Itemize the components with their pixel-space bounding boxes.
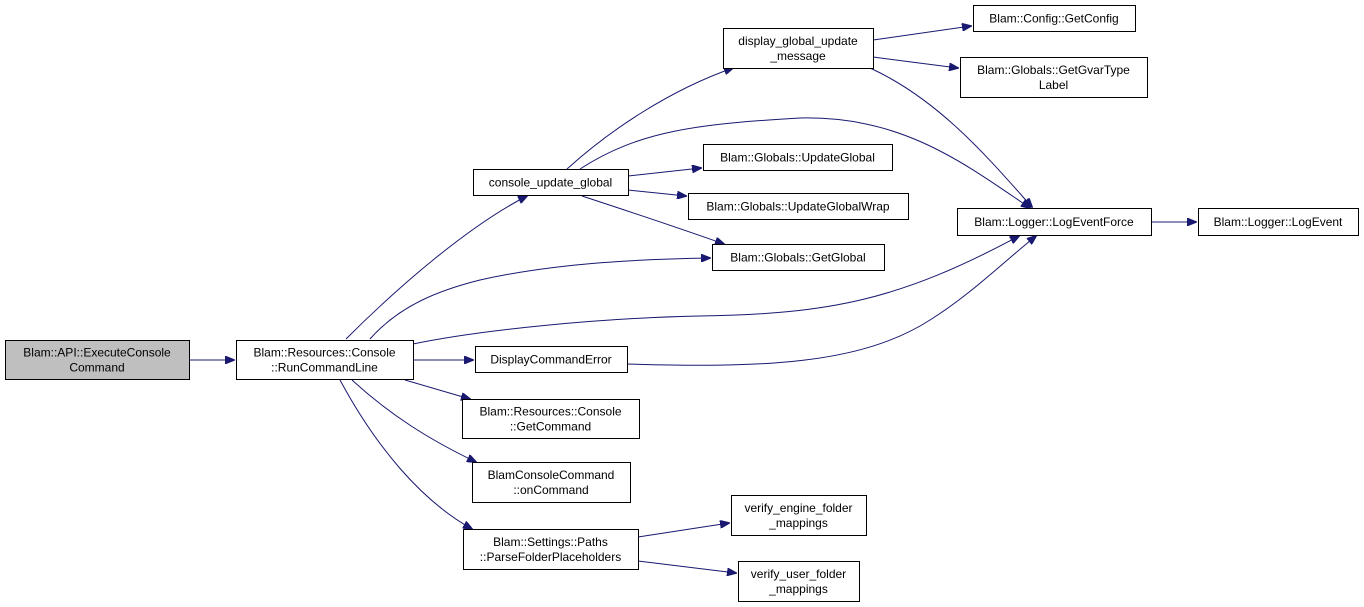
node-log-event-force[interactable]: Blam::Logger::LogEventForce — [957, 208, 1152, 236]
node-label: Blam::Globals::GetGlobal — [730, 251, 865, 265]
node-box — [703, 144, 893, 171]
edge-display_global_update_message-to-log_event_force — [869, 67, 1032, 207]
node-box — [1198, 208, 1359, 236]
nodes: Blam::API::ExecuteConsoleCommandBlam::Re… — [5, 5, 1359, 602]
edge-display_command_error-to-log_event_force — [626, 236, 1036, 366]
node-label: display_global_update — [738, 34, 858, 48]
node-box — [472, 462, 631, 503]
node-label: _mappings — [768, 516, 828, 530]
node-log-event[interactable]: Blam::Logger::LogEvent — [1198, 208, 1359, 236]
node-box — [723, 28, 874, 69]
node-label: ::onCommand — [513, 483, 588, 497]
node-label: Blam::Globals::GetGvarType — [977, 63, 1130, 77]
node-update-global-wrap[interactable]: Blam::Globals::UpdateGlobalWrap — [688, 193, 909, 220]
node-label: Blam::API::ExecuteConsole — [23, 346, 171, 360]
node-display-command-error[interactable]: DisplayCommandError — [475, 346, 628, 373]
node-get-config[interactable]: Blam::Config::GetConfig — [973, 5, 1136, 32]
edge-console_update_global-to-display_global_update_message — [566, 68, 733, 170]
node-box — [688, 193, 909, 220]
node-label: ::GetCommand — [510, 420, 591, 434]
node-label: ::ParseFolderPlaceholders — [480, 550, 621, 564]
edge-console_update_global-to-log_event_force — [579, 117, 1030, 208]
edge-parse_folder_placeholders-to-verify_engine_folder_mappings — [637, 523, 729, 538]
node-label: BlamConsoleCommand — [488, 468, 615, 482]
edge-console_update_global-to-update_global_wrap — [627, 189, 686, 196]
edge-run_command_line-to-parse_folder_placeholders — [339, 379, 472, 529]
node-label: ::RunCommandLine — [271, 361, 378, 375]
node-run-command-line[interactable]: Blam::Resources::Console::RunCommandLine — [236, 340, 414, 380]
node-verify-engine-folder-mappings[interactable]: verify_engine_folder_mappings — [731, 495, 867, 536]
edge-run_command_line-to-get_global — [369, 258, 710, 340]
node-box — [960, 57, 1148, 98]
edge-display_global_update_message-to-get_config — [872, 26, 971, 41]
node-label: _message — [769, 49, 826, 63]
node-box — [712, 244, 885, 271]
node-update-global[interactable]: Blam::Globals::UpdateGlobal — [703, 144, 893, 171]
node-box — [5, 340, 190, 380]
node-label: Blam::Config::GetConfig — [989, 12, 1118, 26]
node-get-global[interactable]: Blam::Globals::GetGlobal — [712, 244, 885, 271]
edge-run_command_line-to-console_update_global — [345, 196, 527, 340]
edge-run_command_line-to-get_command — [404, 379, 470, 399]
node-box — [731, 495, 867, 536]
node-box — [463, 529, 639, 570]
node-box — [236, 340, 414, 380]
edges — [190, 26, 1196, 573]
node-label: Blam::Logger::LogEventForce — [974, 215, 1134, 229]
node-box — [738, 561, 860, 602]
node-box — [473, 169, 629, 196]
node-label: Blam::Logger::LogEvent — [1214, 215, 1343, 229]
node-label: verify_user_folder — [751, 567, 846, 581]
node-get-command[interactable]: Blam::Resources::Console::GetCommand — [462, 399, 640, 439]
edge-display_global_update_message-to-get_gvar_type_label — [872, 56, 958, 68]
node-display-global-update-message[interactable]: display_global_update_message — [723, 28, 874, 69]
node-label: Blam::Resources::Console — [253, 346, 395, 360]
node-label: Blam::Resources::Console — [479, 405, 621, 419]
node-box — [475, 346, 628, 373]
node-parse-folder-placeholders[interactable]: Blam::Settings::Paths::ParseFolderPlaceh… — [463, 529, 639, 570]
node-label: Blam::Settings::Paths — [493, 535, 608, 549]
node-box — [973, 5, 1136, 32]
node-label: Blam::Globals::UpdateGlobalWrap — [706, 200, 890, 214]
node-console-update-global[interactable]: console_update_global — [473, 169, 629, 196]
node-label: _mappings — [768, 582, 828, 596]
node-label: console_update_global — [489, 176, 612, 190]
node-box — [462, 399, 640, 439]
node-label: verify_engine_folder — [744, 501, 852, 515]
node-verify-user-folder-mappings[interactable]: verify_user_folder_mappings — [738, 561, 860, 602]
edge-parse_folder_placeholders-to-verify_user_folder_mappings — [637, 560, 736, 573]
node-label: Label — [1039, 78, 1068, 92]
node-on-command[interactable]: BlamConsoleCommand::onCommand — [472, 462, 631, 503]
node-label: DisplayCommandError — [490, 353, 611, 367]
node-label: Command — [69, 361, 124, 375]
edge-console_update_global-to-get_global — [581, 195, 724, 244]
node-box — [957, 208, 1152, 236]
node-label: Blam::Globals::UpdateGlobal — [720, 151, 875, 165]
edge-run_command_line-to-log_event_force — [412, 236, 1019, 345]
edge-run_command_line-to-on_command — [351, 379, 476, 462]
edge-console_update_global-to-update_global — [627, 168, 701, 177]
